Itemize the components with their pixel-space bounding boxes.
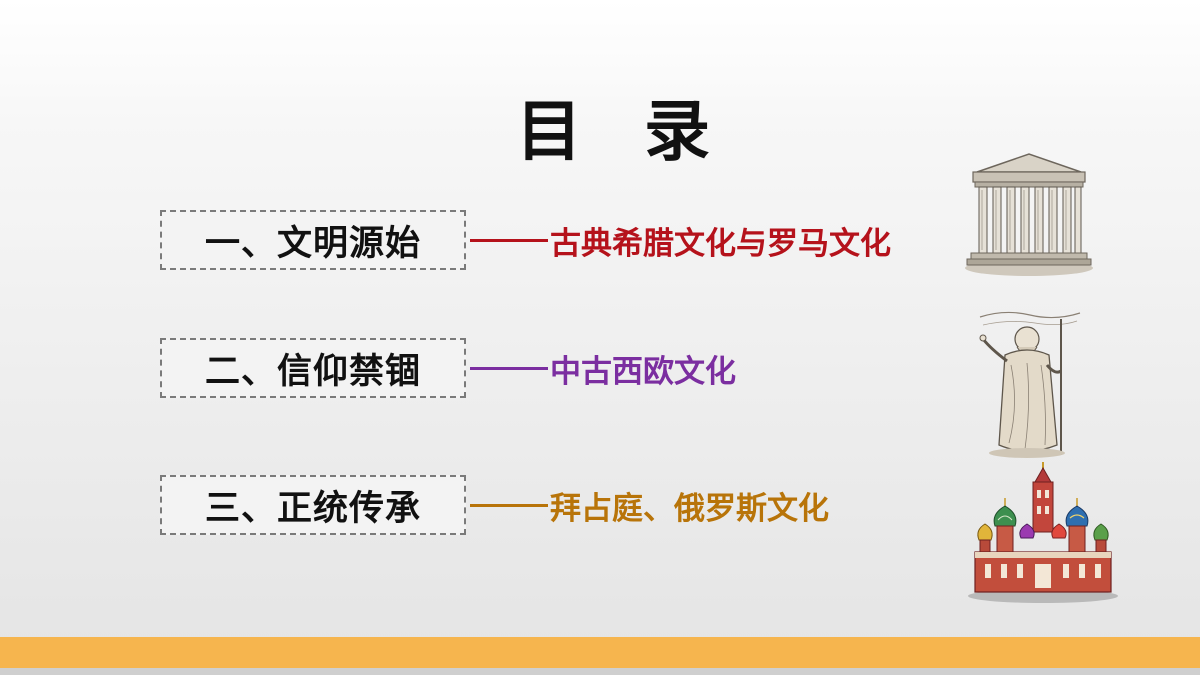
toc-item-3-subtitle: 拜占庭、俄罗斯文化 [550,490,829,527]
title-char-2: 录 [644,93,714,170]
toc-item-2[interactable]: 二、信仰禁锢 中古西欧文化 [160,338,736,398]
toc-item-2-connector [470,366,548,370]
footer-line [0,668,1200,675]
toc-item-1-label: 一、文明源始 [160,210,466,270]
toc-item-2-label: 二、信仰禁锢 [160,338,466,398]
toc-item-1-subtitle: 古典希腊文化与罗马文化 [550,225,891,262]
toc-item-3[interactable]: 三、正统传承 拜占庭、俄罗斯文化 [160,475,829,535]
toc-item-2-subtitle: 中古西欧文化 [550,353,736,390]
page-title: 目录 [0,78,1200,174]
greek-temple-icon [965,153,1093,276]
toc-item-1-connector [470,238,548,242]
toc-item-3-connector [470,503,548,507]
toc-item-1[interactable]: 一、文明源始 古典希腊文化与罗马文化 [160,210,891,270]
toc-item-3-label: 三、正统传承 [160,475,466,535]
religious-figure-icon [979,311,1081,458]
title-char-1: 目 [516,93,586,170]
onion-dome-church-icon [968,462,1118,603]
footer-bar [0,637,1200,668]
